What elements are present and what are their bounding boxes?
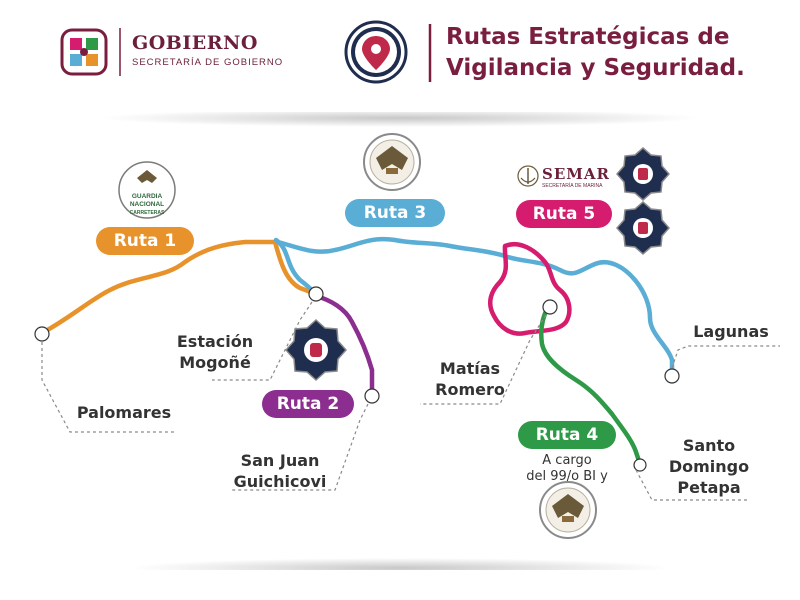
place-palomares: Palomares <box>76 403 172 422</box>
ruta4-note: A cargo del 99/o BI y <box>526 453 608 484</box>
guardia-nacional-seal-icon <box>539 481 597 539</box>
ruta5-label[interactable]: Ruta 5 <box>516 200 612 228</box>
ruta2-path[interactable] <box>313 293 375 399</box>
place-santo-domingo-petapa: Santo Domingo Petapa <box>668 436 750 497</box>
place-lagunas: Lagunas <box>693 322 769 341</box>
node-matias <box>542 299 558 315</box>
ruta2-label[interactable]: Ruta 2 <box>262 390 354 418</box>
police-star-badge-icon <box>284 318 348 382</box>
node-santo <box>633 458 647 472</box>
node-estacion <box>308 286 324 302</box>
node-palomares <box>34 326 50 342</box>
ruta3-label[interactable]: Ruta 3 <box>345 199 445 227</box>
gobierno-logo-icon <box>60 28 108 76</box>
gn-carreteras-label: GUARDIA NACIONAL CARRETERAS <box>129 193 165 216</box>
ruta5-path[interactable] <box>488 242 572 336</box>
ruta4-label[interactable]: Ruta 4 <box>518 421 616 449</box>
semar-anchor-icon <box>517 165 539 187</box>
guardia-nacional-carreteras-emblem <box>118 161 176 219</box>
node-lagunas <box>664 368 680 384</box>
org-subtitle: SECRETARÍA DE GOBIERNO <box>132 57 284 68</box>
ruta1-label[interactable]: Ruta 1 <box>96 227 194 255</box>
place-estacion-mogone: Estación Mogoñé <box>176 332 254 372</box>
police-star-badge-icon <box>616 201 670 255</box>
node-san-juan <box>364 388 380 404</box>
header-shadow <box>100 109 700 127</box>
ruta4-path[interactable] <box>539 304 643 467</box>
page-title-line1: Rutas Estratégicas de <box>446 24 730 50</box>
semar-subtitle: SECRETARÍA DE MARINA <box>542 183 603 189</box>
page-title-line2: Vigilancia y Seguridad. <box>446 55 745 81</box>
org-name: GOBIERNO <box>132 32 258 54</box>
semar-name: SEMAR <box>542 165 610 183</box>
guardia-nacional-seal-icon <box>363 133 421 191</box>
ruta1-path[interactable] <box>39 239 319 336</box>
police-star-badge-icon <box>616 147 670 201</box>
node-markers <box>34 286 680 472</box>
place-san-juan-guichicovi: San Juan Guichicovi <box>233 451 327 491</box>
place-matias-romero: Matías Romero <box>435 359 505 399</box>
location-pin-icon <box>344 20 408 84</box>
page-title: Rutas Estratégicas de Vigilancia y Segur… <box>446 22 786 84</box>
footer-band <box>0 570 800 600</box>
